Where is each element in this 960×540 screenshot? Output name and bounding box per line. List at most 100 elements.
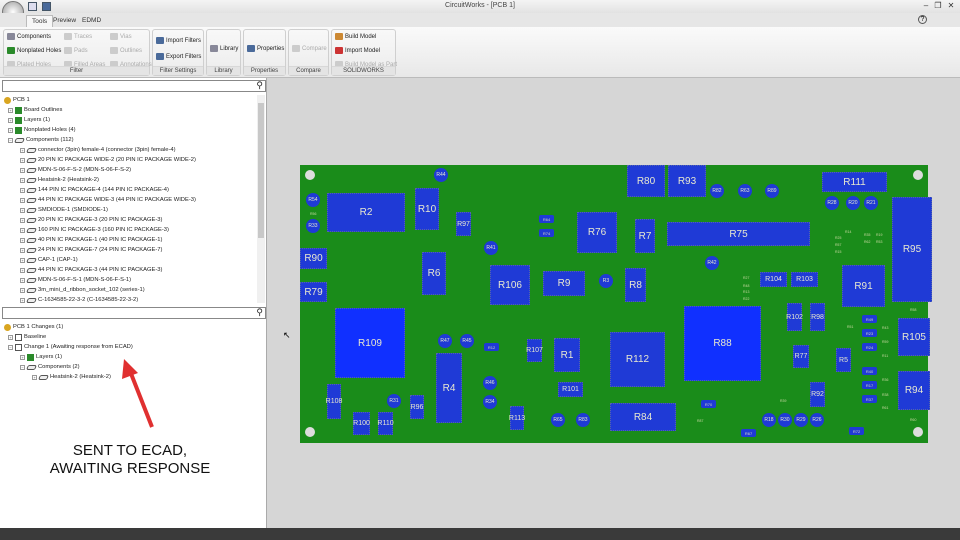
tree-component-item[interactable]: +40 PIN IC PACKAGE-1 (40 PIN IC PACKAGE-… [20, 235, 162, 245]
pcb-small-label[interactable]: R14 [845, 230, 852, 234]
expand-icon[interactable]: + [20, 207, 25, 213]
pcb-small-label[interactable]: R19 [876, 233, 883, 237]
filter-outlines-button[interactable]: Outlines [110, 47, 142, 54]
expand-icon[interactable]: + [20, 217, 25, 223]
pcb-component[interactable]: R91 [842, 265, 885, 307]
changes-root[interactable]: PCB 1 Changes (1) [4, 322, 63, 332]
pcb-component[interactable]: R96 [410, 395, 424, 419]
help-button[interactable]: ? [918, 15, 927, 24]
pcb-pad-component[interactable]: R12 [484, 343, 499, 351]
pcb-small-label[interactable]: R48 [743, 284, 750, 288]
expand-icon[interactable]: + [20, 297, 25, 303]
expand-icon[interactable]: + [8, 117, 13, 123]
expand-icon[interactable]: + [20, 147, 25, 153]
tree-node[interactable]: +Nonplated Holes (4) [8, 125, 76, 135]
pcb-pad-component[interactable]: R74 [539, 229, 554, 237]
expand-icon[interactable]: + [20, 227, 25, 233]
pcb-component[interactable]: R1 [554, 338, 580, 372]
pcb-component[interactable]: R10 [415, 188, 439, 230]
pcb-component[interactable]: R105 [898, 318, 930, 356]
export-filters-button[interactable]: Export Filters [156, 53, 201, 60]
pcb-component[interactable]: R94 [898, 371, 930, 410]
pcb-via-component[interactable]: R34 [483, 395, 497, 409]
filter-traces-button[interactable]: Traces [64, 33, 92, 40]
expand-icon[interactable]: + [20, 354, 25, 360]
pcb-component[interactable]: R104 [760, 272, 787, 287]
pcb-via-component[interactable]: R31 [387, 394, 401, 408]
tree-component-item[interactable]: +MDN-S-06-F-S-2 (MDN-S-06-F-S-2) [20, 165, 131, 175]
tree-component-item[interactable]: +20 PIN IC PACKAGE WIDE-2 (20 PIN IC PAC… [20, 155, 196, 165]
tree-component-item[interactable]: +24 PIN IC PACKAGE-7 (24 PIN IC PACKAGE-… [20, 245, 162, 255]
compare-button[interactable]: Compare [292, 45, 327, 52]
pcb-component[interactable]: R111 [822, 172, 887, 192]
pcb-via-component[interactable]: R65 [551, 413, 565, 427]
tree-node[interactable]: +Layers (1) [8, 115, 50, 125]
pcb-component[interactable]: R9 [543, 271, 585, 296]
pcb-via-component[interactable]: R89 [765, 184, 779, 198]
filter-components-button[interactable]: Components [7, 33, 51, 40]
tree-component-item[interactable]: +CAP-1 (CAP-1) [20, 255, 78, 265]
search-icon[interactable]: ⚲ [256, 307, 263, 317]
pcb-small-label[interactable]: R13 [743, 290, 750, 294]
pcb-small-label[interactable]: R56 [310, 212, 317, 216]
change-components-node[interactable]: −Components (2) [20, 362, 80, 372]
pcb-component[interactable]: R80 [627, 165, 665, 197]
pcb-component[interactable]: R98 [810, 303, 825, 331]
properties-button[interactable]: Properties [247, 45, 284, 52]
expand-icon[interactable]: + [20, 287, 25, 293]
pcb-component[interactable]: R103 [791, 272, 818, 287]
collapse-icon[interactable]: − [8, 344, 13, 350]
pcb-pad-component[interactable]: R64 [539, 215, 554, 223]
pcb-via-component[interactable]: R44 [434, 168, 448, 182]
pcb-component[interactable]: R112 [610, 332, 665, 387]
pcb-via-component[interactable]: R28 [825, 196, 839, 210]
expand-icon[interactable]: + [20, 247, 25, 253]
pcb-small-label[interactable]: R43 [882, 326, 889, 330]
tree-component-item[interactable]: +3m_mini_d_ribbon_socket_102 (series-1) [20, 285, 145, 295]
pcb-component[interactable]: R101 [558, 382, 583, 397]
expand-icon[interactable]: + [20, 197, 25, 203]
pcb-via-component[interactable]: R83 [576, 413, 590, 427]
pcb-via-component[interactable]: R18 [762, 413, 776, 427]
tree-component-item[interactable]: +C-1634585-22-3-2 (C-1634585-22-3-2) [20, 295, 138, 305]
tree-component-item[interactable]: +44 PIN IC PACKAGE-3 (44 PIN IC PACKAGE-… [20, 265, 162, 275]
pcb-small-label[interactable]: R38 [882, 393, 889, 397]
pcb-via-component[interactable]: R41 [484, 241, 498, 255]
pcb-small-label[interactable]: R15 [835, 250, 842, 254]
filter-nonplated-holes-button[interactable]: Nonplated Holes [7, 47, 61, 54]
pcb-pad-component[interactable]: R23 [862, 329, 877, 337]
pcb-component[interactable]: R75 [667, 222, 810, 246]
tree-component-item[interactable]: +SMDIODE-1 (SMDIODE-1) [20, 205, 108, 215]
pcb-small-label[interactable]: R11 [882, 354, 889, 358]
pcb-small-label[interactable]: R51 [847, 325, 854, 329]
pcb-component[interactable]: R5 [836, 348, 851, 372]
tree-component-item[interactable]: +MDN-S-06-F-S-1 (MDN-S-06-F-S-1) [20, 275, 131, 285]
pcb-component[interactable]: R108 [326, 384, 342, 419]
pcb-small-label[interactable]: R36 [882, 378, 889, 382]
pcb-component[interactable]: R92 [810, 382, 825, 407]
pcb-via-component[interactable]: R42 [705, 256, 719, 270]
import-model-button[interactable]: Import Model [335, 47, 380, 54]
pcb-component[interactable]: R76 [577, 212, 617, 253]
pcb-component[interactable]: R97 [456, 212, 471, 236]
baseline-node[interactable]: +Baseline [8, 332, 46, 342]
expand-icon[interactable]: + [8, 127, 13, 133]
change-layers-node[interactable]: +Layers (1) [20, 352, 62, 362]
expand-icon[interactable]: + [20, 267, 25, 273]
pcb-small-label[interactable]: R22 [743, 297, 750, 301]
expand-icon[interactable]: + [20, 237, 25, 243]
pcb-component[interactable]: R93 [668, 165, 706, 197]
close-button[interactable]: ✕ [947, 1, 955, 10]
collapse-icon[interactable]: − [20, 364, 25, 370]
library-button[interactable]: Library [210, 45, 238, 52]
pcb-component[interactable]: R8 [625, 268, 646, 302]
expand-icon[interactable]: + [20, 277, 25, 283]
pcb-component[interactable]: R6 [422, 252, 446, 295]
tab-preview[interactable]: Preview [53, 17, 77, 24]
pcb-component[interactable]: R95 [892, 197, 932, 302]
pcb-component[interactable]: R102 [786, 303, 803, 331]
search-icon[interactable]: ⚲ [256, 80, 263, 90]
pcb-component[interactable]: R88 [684, 306, 761, 381]
pcb-via-component[interactable]: R33 [306, 219, 320, 233]
